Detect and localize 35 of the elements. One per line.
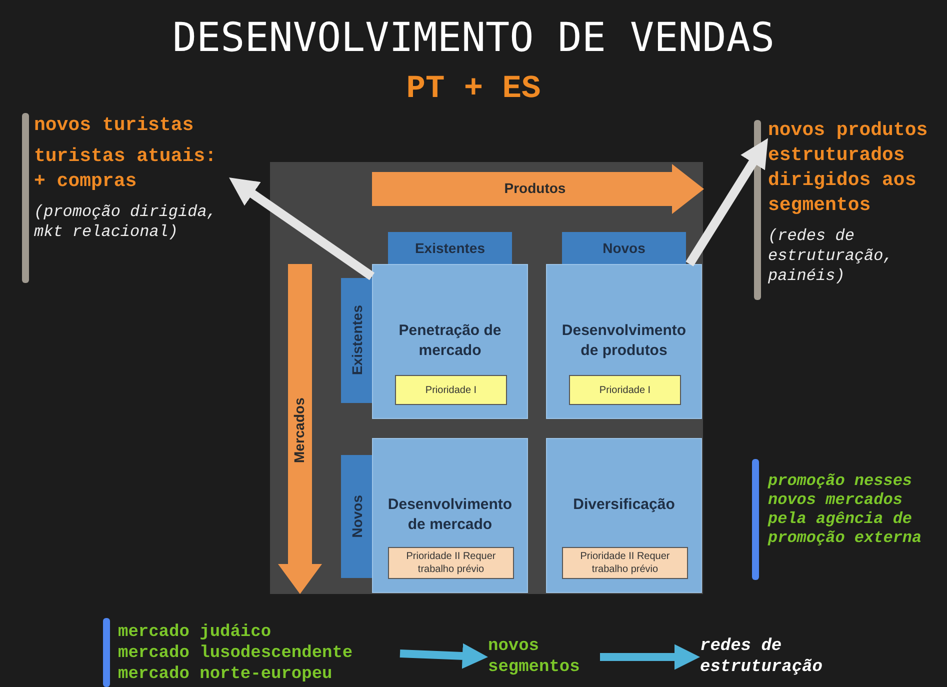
cell-title: Desenvolvimento de produtos (560, 321, 688, 361)
note-heading: novos turistas (34, 113, 195, 138)
column-header: Existentes (388, 232, 512, 264)
note-text: promoção nesses novos mercados pela agência de promoção externa (768, 472, 923, 548)
strategy-cell (372, 438, 528, 593)
row-header: Existentes (341, 278, 372, 403)
priority-tag: Prioridade I (395, 375, 507, 405)
cell-title: Desenvolvimento de mercado (386, 495, 514, 535)
column-header: Novos (562, 232, 686, 264)
note-text: novos segmentos (488, 636, 581, 678)
note-text: (redes de estruturação, painéis) (768, 226, 894, 286)
arrow (229, 178, 375, 280)
strategy-cell (372, 264, 528, 419)
arrow (400, 643, 488, 669)
list-item: mercado lusodescendente (118, 643, 354, 664)
arrow (600, 644, 700, 670)
subtitle: PT + ES (405, 70, 542, 108)
note-text: redes de estruturação (700, 636, 824, 678)
axis-label: Mercados (291, 396, 308, 465)
note-heading: novos produtos estruturados dirigidos aos segmentos (768, 118, 929, 218)
note-heading: turistas atuais: + compras (34, 144, 218, 194)
cell-title: Penetração de mercado (398, 321, 502, 361)
priority-tag: Prioridade I (569, 375, 681, 405)
priority-tag: Prioridade II Requer trabalho prévio (562, 547, 688, 579)
title: DESENVOLVIMENTO DE VENDAS (171, 14, 776, 62)
strategy-cell (546, 264, 702, 419)
priority-tag: Prioridade II Requer trabalho prévio (388, 547, 514, 579)
cell-title: Diversificação (572, 495, 676, 515)
strategy-cell (546, 438, 702, 593)
list-item: mercado judáico (118, 622, 272, 643)
arrow (686, 138, 768, 266)
axis-label: Produtos (503, 179, 567, 197)
note-text: (promoção dirigida, mkt relacional) (34, 202, 218, 242)
row-header: Novos (341, 455, 372, 578)
list-item: mercado norte-europeu (118, 664, 334, 685)
